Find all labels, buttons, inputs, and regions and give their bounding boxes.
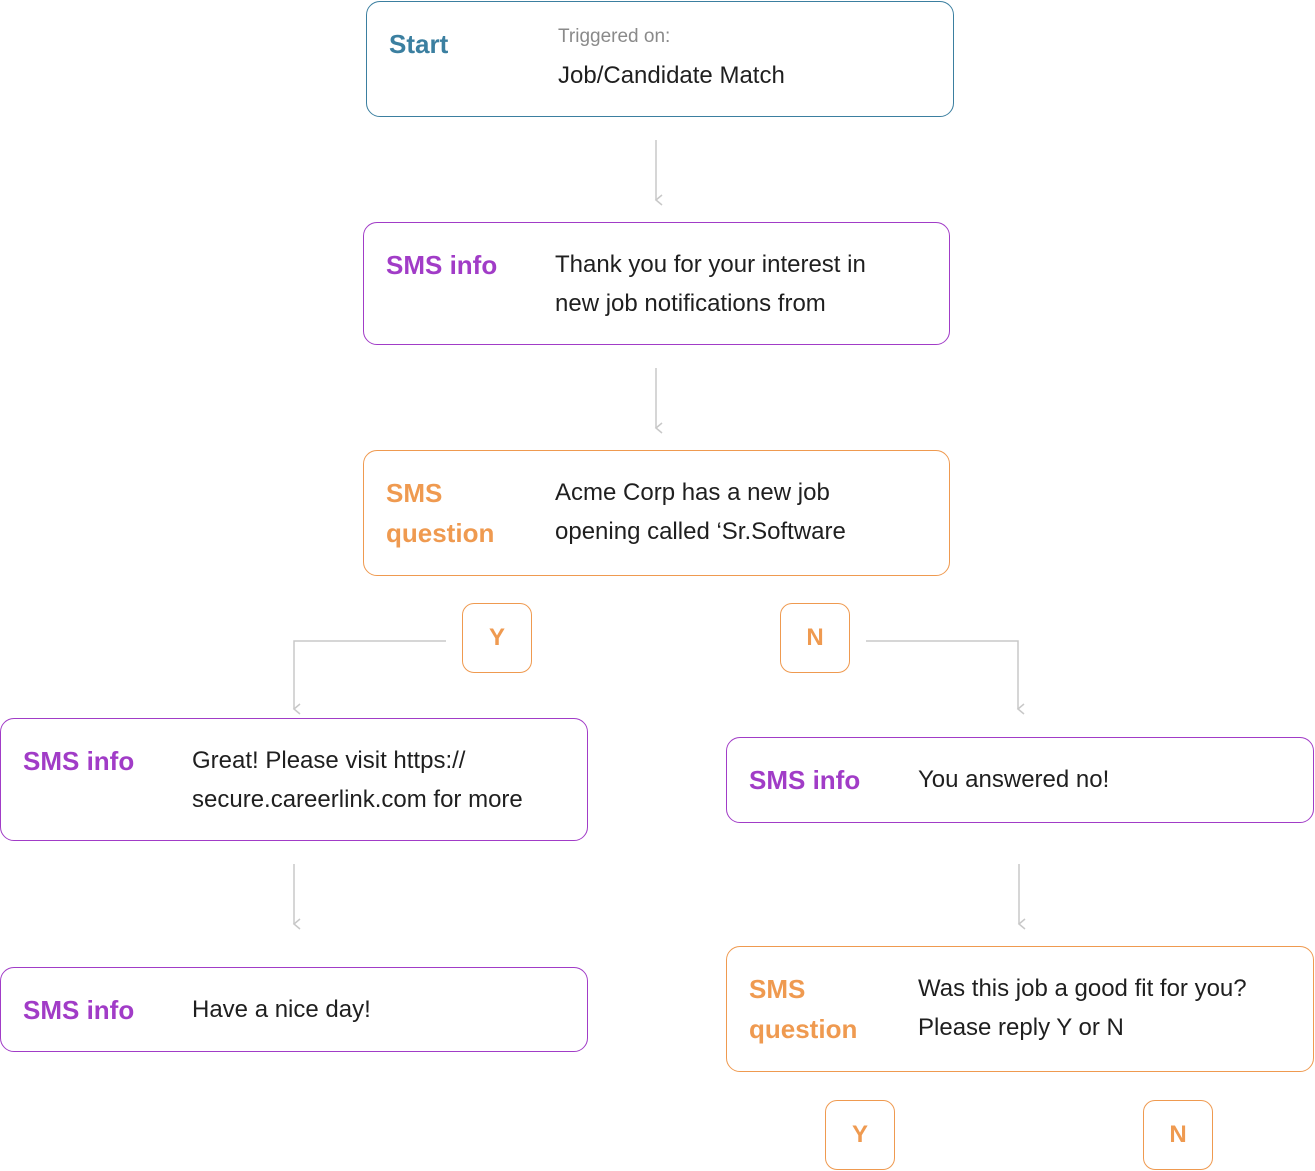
node-message: Thank you for your interest in new job n… bbox=[555, 251, 866, 317]
node-kind-label: SMS info bbox=[23, 995, 135, 1025]
connector-yes-branch bbox=[292, 640, 446, 715]
node-kind-label: SMS info bbox=[749, 765, 861, 795]
sms-info-node[interactable]: SMS info You answered no! bbox=[726, 737, 1314, 823]
trigger-value: Job/Candidate Match bbox=[558, 62, 785, 89]
node-kind-label: SMS info bbox=[23, 746, 135, 776]
sms-info-node[interactable]: SMS info Great! Please visit https:// se… bbox=[0, 718, 588, 841]
trigger-caption: Triggered on: bbox=[558, 26, 671, 47]
sms-info-node[interactable]: SMS info Thank you for your interest in … bbox=[363, 222, 950, 345]
branch-yes-badge[interactable]: Y bbox=[462, 603, 532, 673]
sms-info-node[interactable]: SMS info Have a nice day! bbox=[0, 967, 588, 1052]
node-kind-label: SMS question bbox=[386, 478, 495, 548]
branch-no-badge[interactable]: N bbox=[1143, 1100, 1213, 1170]
node-message: Great! Please visit https:// secure.care… bbox=[192, 747, 523, 813]
sms-question-node[interactable]: SMS question Acme Corp has a new job ope… bbox=[363, 450, 950, 576]
node-kind-label: SMS question bbox=[749, 974, 858, 1044]
node-message: Acme Corp has a new job opening called ‘… bbox=[555, 479, 846, 545]
branch-yes-badge[interactable]: Y bbox=[825, 1100, 895, 1170]
node-body: Triggered on: Job/Candidate Match bbox=[558, 24, 785, 96]
node-kind-label: Start bbox=[389, 29, 449, 59]
node-message: Have a nice day! bbox=[192, 996, 371, 1023]
node-message: You answered no! bbox=[918, 766, 1110, 793]
node-message: Was this job a good fit for you? Please … bbox=[918, 975, 1247, 1041]
start-node[interactable]: Start Triggered on: Job/Candidate Match bbox=[366, 1, 954, 117]
sms-question-node[interactable]: SMS question Was this job a good fit for… bbox=[726, 946, 1314, 1072]
connector-no-branch bbox=[866, 640, 1025, 715]
node-kind-label: SMS info bbox=[386, 250, 498, 280]
branch-no-badge[interactable]: N bbox=[780, 603, 850, 673]
